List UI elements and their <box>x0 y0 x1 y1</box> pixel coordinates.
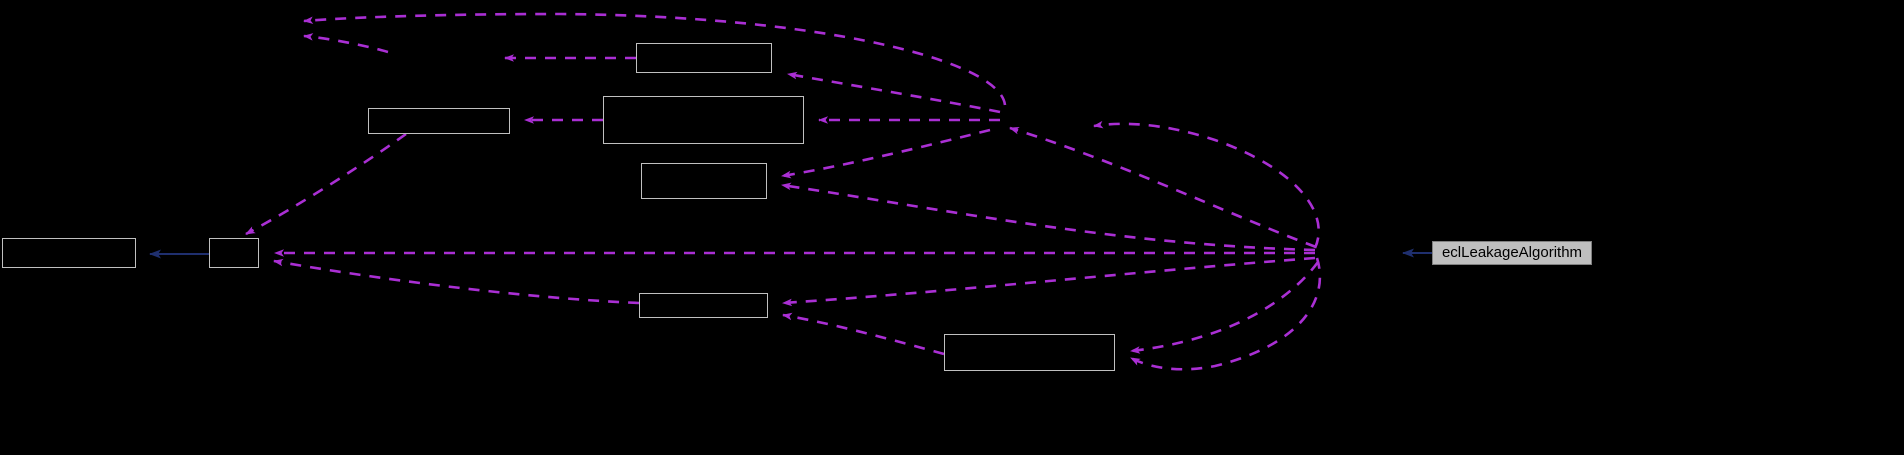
graph-node-n8[interactable] <box>944 334 1115 371</box>
edge-hub-to-n4-lower <box>1009 126 1317 249</box>
graph-node-n4[interactable] <box>603 96 804 144</box>
edge-hub-to-n6 <box>781 182 1316 252</box>
edge-right-curve-to-hub-upper <box>1093 120 1320 249</box>
edge-n7-to-n2 <box>273 258 640 305</box>
edge-hub-to-n7 <box>782 256 1316 307</box>
graph-node-n7[interactable] <box>639 293 768 318</box>
graph-node-n5[interactable] <box>636 43 772 73</box>
graph-node-n1[interactable] <box>2 238 136 268</box>
edge-n3-to-n2 <box>245 132 407 236</box>
edge-right-curve-down <box>1130 257 1322 371</box>
edge-hub2-to-anchor-top-far <box>303 12 1007 106</box>
graph-node-ecl-leakage-algorithm-label: eclLeakageAlgorithm <box>1441 244 1583 262</box>
edge-hub2-to-n6 <box>781 128 991 179</box>
graph-node-n3[interactable] <box>368 108 510 134</box>
graph-node-n2[interactable] <box>209 238 259 268</box>
edge-anchor-top-second <box>303 33 389 54</box>
edge-hub-to-n8 <box>1130 261 1320 354</box>
graph-node-n6[interactable] <box>641 163 767 199</box>
edge-n8-to-n7 <box>782 312 945 356</box>
graph-node-ecl-leakage-algorithm[interactable]: eclLeakageAlgorithm <box>1432 241 1592 265</box>
edge-hub2-to-n5 <box>787 71 1001 114</box>
edge-group-root-solid <box>149 248 1432 259</box>
edge-group-caller-dashed <box>245 12 1322 371</box>
